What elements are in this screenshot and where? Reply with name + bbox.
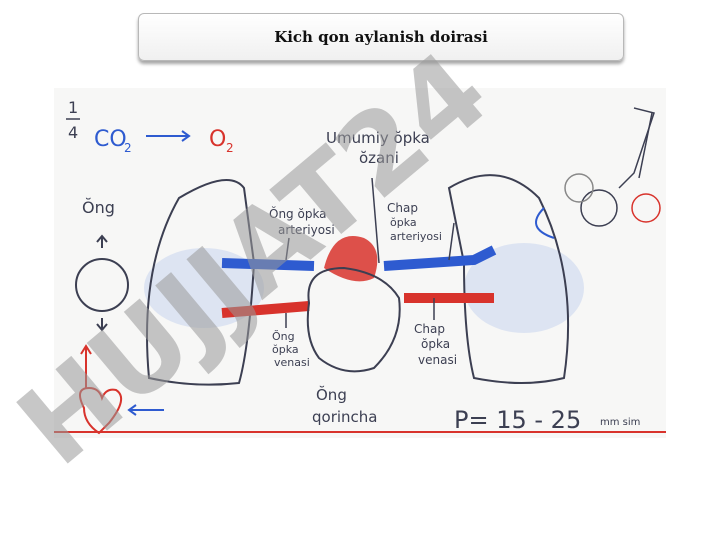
alveoli-drawing xyxy=(564,107,661,227)
arrow-up-icon xyxy=(96,234,108,248)
left-lung-shade xyxy=(464,243,584,333)
label-ong: Ŏng xyxy=(82,198,115,217)
o2-subscript: 2 xyxy=(226,141,234,155)
page-title: Kich qon aylanish doirasi xyxy=(274,28,488,46)
label-chap-vena-2: ŏpka xyxy=(421,337,450,351)
alveoli-blue-vessel xyxy=(535,207,555,239)
co2-subscript: 2 xyxy=(124,141,132,155)
pulmonary-circulation-diagram: 1 4 CO 2 O 2 Ŏng Umumiy ŏpka ŏzani Ŏng ŏ… xyxy=(54,98,666,435)
right-pulmonary-artery xyxy=(221,258,315,271)
arrow-up-red-icon xyxy=(80,344,92,388)
label-chap-vena-1: Chap xyxy=(414,322,445,336)
label-umumiy-2: ŏzani xyxy=(359,149,399,167)
pressure-value: P= 15 - 25 xyxy=(454,406,581,434)
right-pulmonary-vein xyxy=(221,301,310,318)
label-chap-2: ŏpka xyxy=(390,216,417,229)
right-lung-outline xyxy=(146,179,256,386)
pointer-left-artery xyxy=(448,222,455,261)
label-chap-3: arteriyosi xyxy=(390,230,442,243)
label-qorincha-2: qorincha xyxy=(312,408,378,426)
label-ong-opka-1: Ŏng ŏpka xyxy=(269,206,327,221)
label-chap-1: Chap xyxy=(387,201,418,215)
pointer-right-artery xyxy=(285,237,290,261)
o2-label: O xyxy=(209,127,226,152)
label-qorincha-1: Ŏng xyxy=(316,385,347,404)
pulmonary-trunk xyxy=(324,236,378,282)
heart-icon xyxy=(79,386,123,435)
fraction-numerator: 1 xyxy=(68,98,78,117)
arrow-left-blue-icon xyxy=(127,404,164,416)
label-chap-vena-3: venasi xyxy=(418,353,457,367)
pointer-trunk xyxy=(371,177,380,264)
arrow-down-icon xyxy=(96,318,108,332)
title-bar: Kich qon aylanish doirasi xyxy=(138,13,624,61)
diagram-board: 1 4 CO 2 O 2 Ŏng Umumiy ŏpka ŏzani Ŏng ŏ… xyxy=(54,88,666,438)
label-ong-vena-1: Ŏng xyxy=(272,330,295,343)
label-ong-vena-2: ŏpka xyxy=(272,343,299,356)
fraction-denominator: 4 xyxy=(68,123,78,142)
left-lung-outline xyxy=(447,174,570,384)
heart-outline xyxy=(306,266,401,373)
left-pulmonary-artery xyxy=(383,245,497,271)
pressure-unit: mm sim xyxy=(600,417,640,428)
arrow-right-icon xyxy=(146,130,191,142)
circulation-loop xyxy=(75,258,129,312)
label-ong-vena-3: venasi xyxy=(274,356,310,369)
co2-label: CO xyxy=(94,127,127,152)
label-ong-opka-2: arteriyosi xyxy=(278,223,335,237)
label-umumiy-1: Umumiy ŏpka xyxy=(326,129,430,147)
